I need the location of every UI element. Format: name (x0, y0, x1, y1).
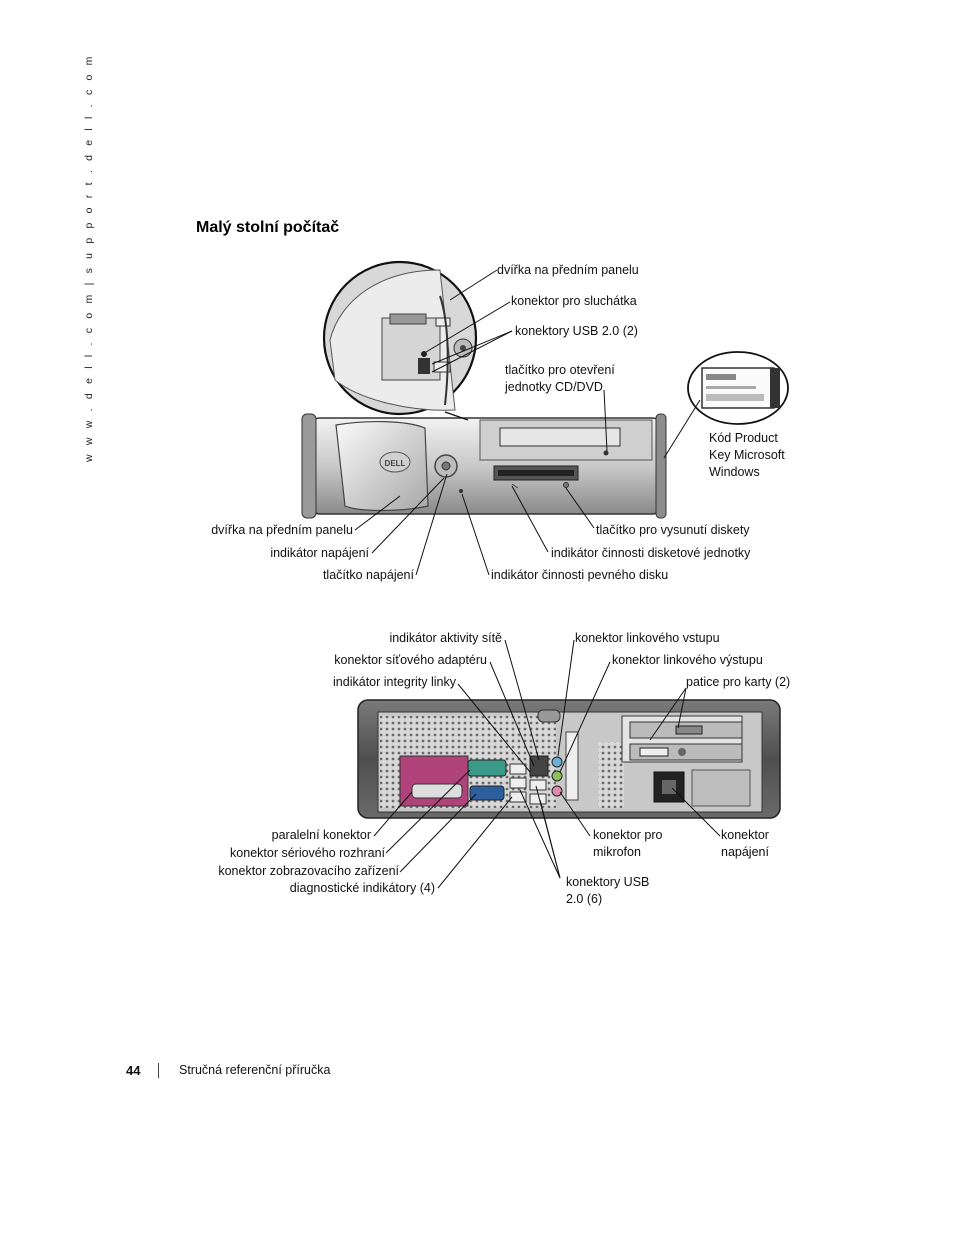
section-heading: Malý stolní počítač (196, 219, 340, 236)
label-floppy-activity-light: indikátor činnosti disketové jednotky (551, 546, 751, 560)
label-product-key: Kód Product Key Microsoft Windows (709, 431, 785, 479)
label-video-connector: konektor zobrazovacího zařízení (218, 864, 399, 878)
footer-divider (158, 1063, 159, 1078)
label-microphone-connector: konektor pro mikrofon (593, 828, 663, 859)
back-leader-lines (373, 639, 721, 889)
front-leader-lines (354, 269, 701, 576)
label-back-usb: konektory USB 2.0 (6) (566, 875, 650, 906)
label-cd-eject-button: tlačítko pro otevření jednotky CD/DVD (505, 363, 615, 394)
dell-logo: DELL (385, 459, 406, 468)
label-serial-connector: konektor sériového rozhraní (230, 846, 385, 860)
back-case (357, 699, 781, 819)
footer-title: Stručná referenční příručka (179, 1063, 331, 1077)
front-zoom-detail (322, 260, 478, 421)
label-headphone-connector: konektor pro sluchátka (511, 294, 637, 308)
label-network-activity: indikátor aktivity sítě (389, 631, 502, 645)
label-power-button: tlačítko napájení (322, 568, 414, 582)
label-line-out: konektor linkového výstupu (612, 653, 763, 667)
label-line-in: konektor linkového vstupu (575, 631, 720, 645)
product-key-badge (687, 351, 789, 425)
label-front-usb: konektory USB 2.0 (2) (515, 324, 638, 338)
label-diagnostic-lights: diagnostické indikátory (4) (289, 881, 435, 895)
label-power-connector: konektor napájení (721, 828, 769, 859)
label-link-integrity: indikátor integrity linky (333, 675, 456, 689)
label-front-door-bottom: dvířka na předním panelu (211, 523, 353, 537)
label-network-adapter: konektor síťového adaptéru (334, 653, 487, 667)
label-card-slots: patice pro karty (2) (686, 675, 791, 689)
front-case: DELL (301, 413, 667, 519)
label-parallel-connector: paralelní konektor (271, 828, 371, 842)
label-floppy-eject: tlačítko pro vysunutí diskety (596, 523, 750, 537)
page-number: 44 (126, 1063, 141, 1078)
label-front-door-top: dvířka na předním panelu (497, 263, 639, 277)
label-hdd-activity-light: indikátor činnosti pevného disku (491, 568, 669, 582)
label-power-light: indikátor napájení (270, 546, 369, 560)
